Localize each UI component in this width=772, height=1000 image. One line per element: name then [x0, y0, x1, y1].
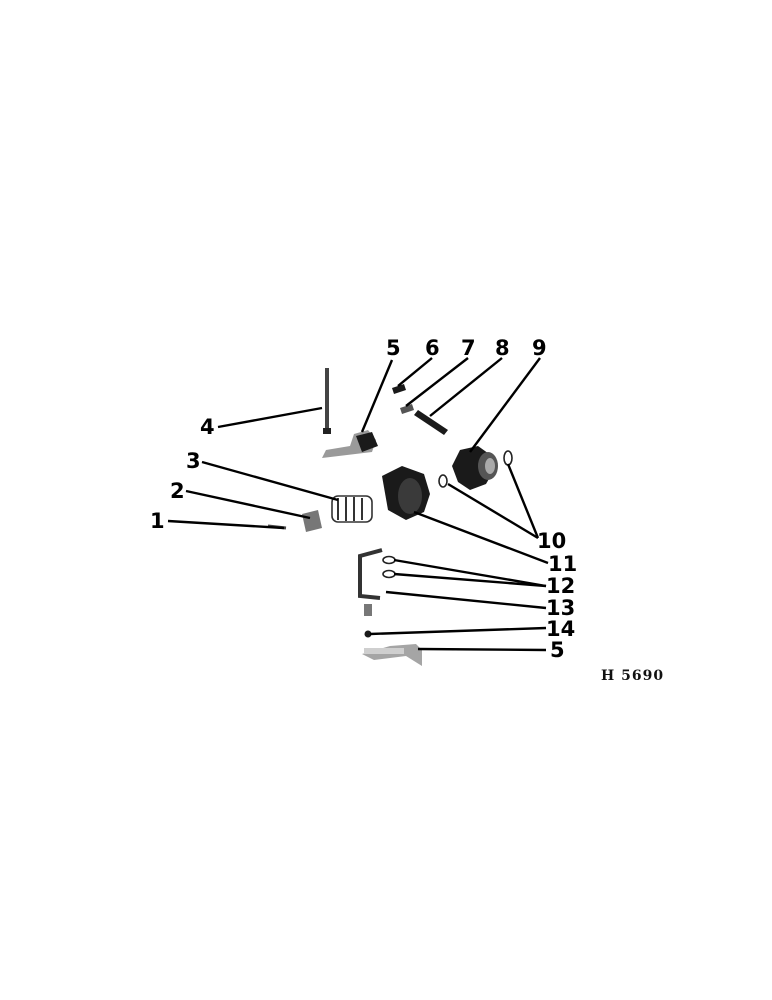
- part-11-housing: [382, 466, 430, 520]
- callout-7: 7: [461, 336, 476, 360]
- callout-11: 11: [548, 552, 577, 576]
- callout-3: 3: [186, 449, 201, 473]
- figure-code: H 5690: [601, 668, 664, 684]
- callout-9: 9: [532, 336, 547, 360]
- part-6-key: [392, 384, 406, 394]
- part-12-washers: [382, 555, 396, 579]
- part-2-collar: [302, 510, 322, 532]
- callout-10: 10: [537, 529, 566, 553]
- part-13-clip: [358, 548, 383, 616]
- callout-5-bottom: 5: [550, 638, 565, 662]
- callout-8: 8: [495, 336, 510, 360]
- part-7-key: [400, 404, 414, 414]
- callout-13: 13: [546, 596, 575, 620]
- callout-6: 6: [425, 336, 440, 360]
- part-5-upper-bracket: [322, 430, 378, 458]
- part-8-shaft: [414, 410, 448, 435]
- leader-lines: [167, 357, 549, 652]
- part-4-rod: [323, 368, 331, 434]
- part-9-sprocket: [452, 446, 498, 490]
- callout-12: 12: [546, 574, 575, 598]
- callout-2: 2: [170, 479, 185, 503]
- part-5-lower-bracket: [362, 644, 422, 666]
- callout-4: 4: [200, 415, 215, 439]
- callout-1: 1: [150, 509, 165, 533]
- part-3-spring: [331, 495, 373, 523]
- part-14-ball: [364, 630, 372, 638]
- callout-14: 14: [546, 617, 575, 641]
- callout-5-top: 5: [386, 336, 401, 360]
